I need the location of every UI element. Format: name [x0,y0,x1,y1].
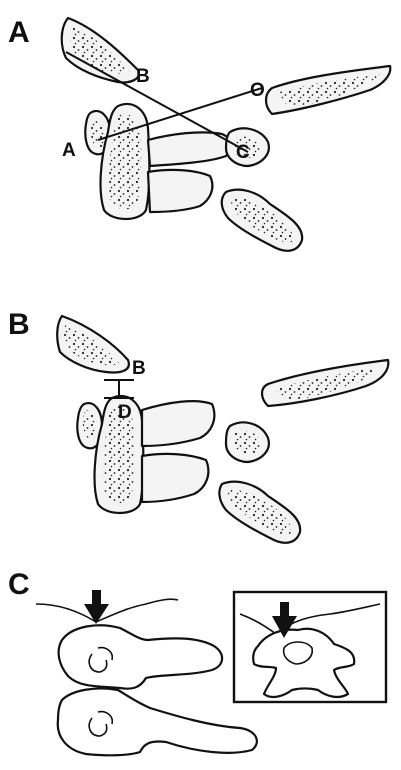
panel-a-label: A [8,16,30,49]
point-d-label: D [118,402,132,423]
down-arrow-icon [84,590,109,624]
atlas-posterior-arch [226,422,269,462]
c3-vertebra [222,190,302,251]
panel-c: C [8,568,386,755]
lower-vertebra [58,688,257,755]
distance-marker-b-d [104,380,134,398]
point-b-label: B [136,66,150,87]
occiput-bone [62,18,139,82]
point-a-label: A [62,140,76,161]
panel-a: A [8,16,390,251]
soft-tissue-contour [36,599,178,622]
hard-palate-bone [266,66,390,114]
axis-vertebra [101,104,231,219]
point-c-label: C [236,142,250,163]
occiput-bone [57,316,129,373]
point-b-label: B [132,358,146,379]
c3-vertebra [219,482,300,543]
panel-b-label: B [8,308,30,341]
hard-palate-bone [262,360,388,406]
point-o-label: O [250,80,265,101]
upper-vertebra [59,625,222,688]
axis-vertebra [95,396,215,513]
inset-axial-view [234,592,386,702]
panel-c-label: C [8,568,30,601]
panel-b: B [8,308,388,543]
